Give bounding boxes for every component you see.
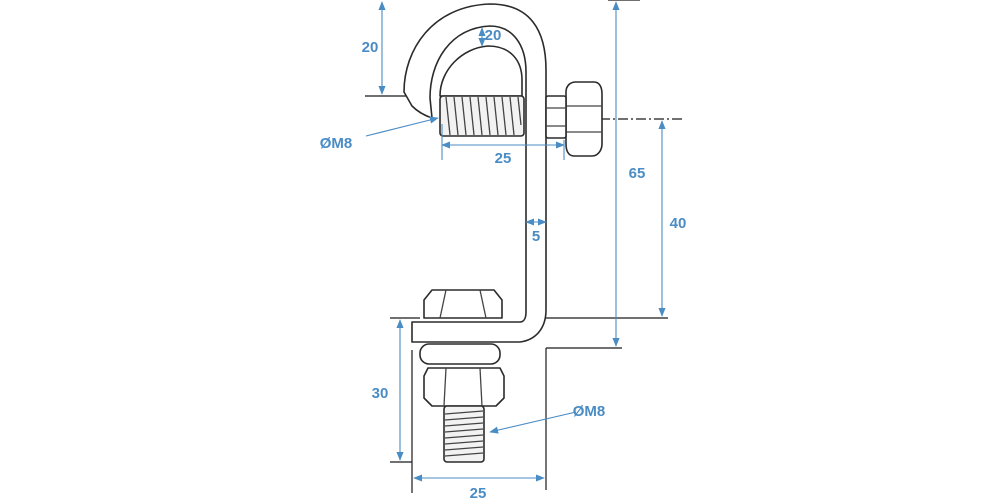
- bottom-bolt-threads: [444, 410, 484, 457]
- dim-leader-thread-bottom: [489, 411, 577, 434]
- top-bolt: [439, 81, 603, 157]
- top-bolt-threads: [445, 96, 522, 136]
- label-thread-bottom: ØM8: [573, 403, 606, 420]
- label-bottom-width: 25: [470, 485, 487, 500]
- hook-body: [403, 3, 547, 343]
- label-thread-top: ØM8: [320, 135, 353, 152]
- label-top-inner: 20: [485, 27, 502, 44]
- label-bottom-height: 30: [372, 385, 389, 402]
- label-total-height: 65: [629, 165, 646, 182]
- top-hex-nut: [423, 289, 503, 319]
- dim-leader-thread-top: [365, 116, 439, 137]
- label-screw-length: 25: [495, 150, 512, 167]
- bottom-bolt: [419, 343, 505, 463]
- label-top-outer: 20: [362, 39, 379, 56]
- dimension-lines: [365, 1, 666, 482]
- dimension-labels: 20 20 ØM8 25 5 65 40 30 ØM8 25: [320, 27, 687, 500]
- label-right-height: 40: [670, 215, 687, 232]
- label-wall-thickness: 5: [532, 228, 540, 245]
